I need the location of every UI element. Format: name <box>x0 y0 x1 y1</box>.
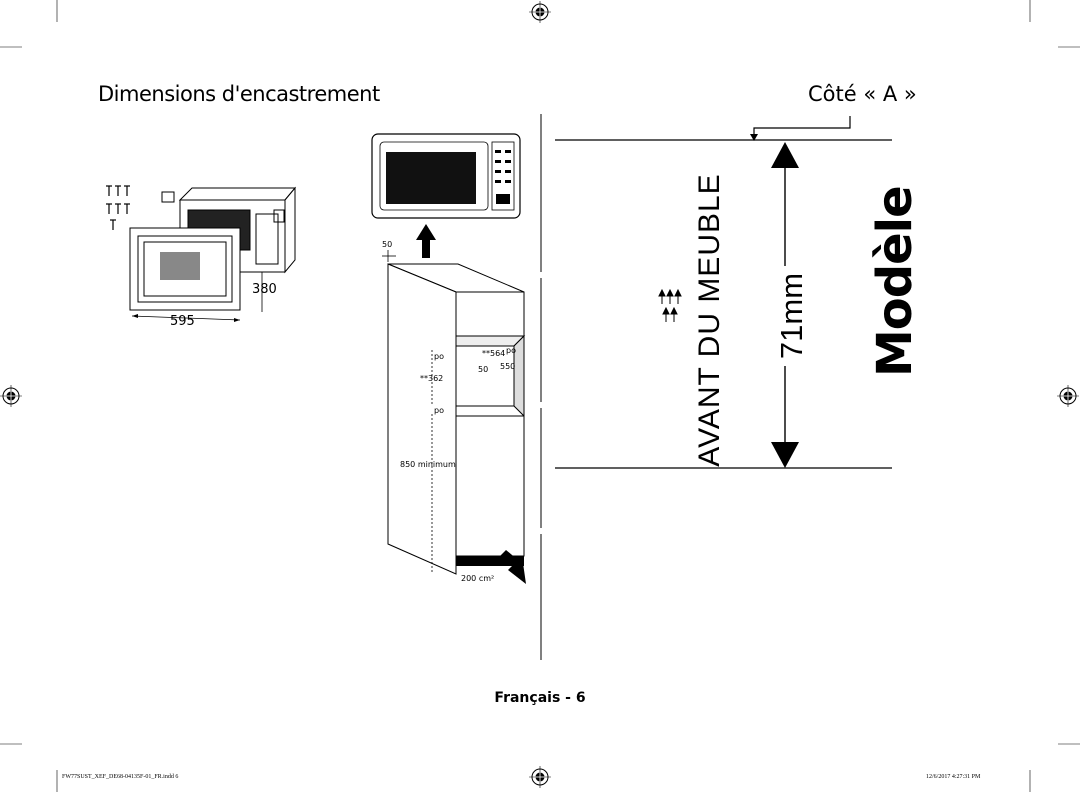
dim-564-label: **564 <box>482 349 506 358</box>
page-footer: Français - 6 <box>494 690 586 706</box>
width-label: 595 <box>170 314 195 329</box>
unit-po-c: po <box>434 406 444 415</box>
vent-arrow-icon <box>500 550 526 584</box>
side-label: Côté « A » <box>808 82 917 106</box>
height-min-label: 850 minimum <box>400 460 456 469</box>
plinth <box>456 556 524 566</box>
arrow-down-icon <box>771 442 799 468</box>
bracket-icon-left <box>161 191 175 203</box>
dim-50-label: 50 <box>478 365 489 374</box>
registration-mark-right <box>1057 385 1079 407</box>
arrow-up-icon <box>771 142 799 168</box>
model-label: Modèle <box>867 186 923 377</box>
gap-label: 71mm <box>772 266 812 366</box>
front-label: AVANT DU MEUBLE <box>693 173 726 467</box>
unit-po-a: po <box>506 346 516 355</box>
width-dimension-line <box>131 315 241 321</box>
registration-mark-bottom <box>529 766 551 788</box>
registration-mark-top <box>529 1 551 23</box>
vent-area-label: 200 cm² <box>461 574 495 583</box>
height-label: 380 <box>252 282 277 297</box>
trim-kit-figure <box>106 185 297 322</box>
print-date: 12/6/2017 4:27:31 PM <box>926 774 981 780</box>
trim-frame-sketch <box>129 227 241 311</box>
label-leader <box>753 116 851 140</box>
dim-362-label: **362 <box>420 374 444 383</box>
front-arrows-icon <box>658 288 682 322</box>
up-arrow-icon <box>416 224 436 258</box>
cabinet-figure <box>382 250 526 584</box>
control-panel <box>491 141 515 211</box>
bracket-icon-right <box>273 209 285 223</box>
oven-window <box>386 152 476 204</box>
top-gap-label: 50 <box>382 240 393 249</box>
oven-figure <box>371 133 521 258</box>
unit-po-b: po <box>434 352 444 361</box>
registration-mark-left <box>0 385 22 407</box>
side-view-diagram <box>539 114 892 660</box>
page-title: Dimensions d'encastrement <box>98 82 380 106</box>
dim-550-label: 550 <box>500 362 516 371</box>
print-file-name: FW77SUST_XEF_DE68-04135F-01_FR.indd 6 <box>62 774 179 780</box>
screw-icons <box>106 185 130 230</box>
